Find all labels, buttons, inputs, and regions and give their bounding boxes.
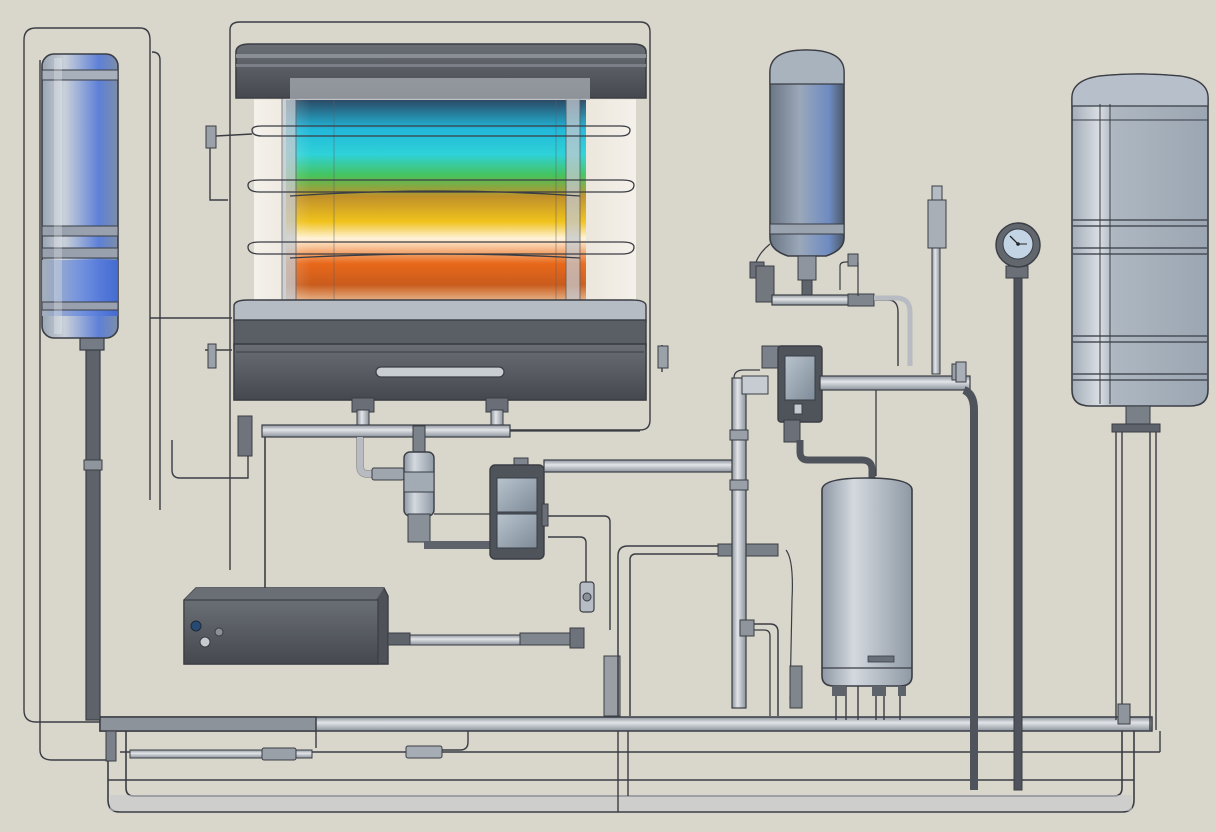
control-panel-display xyxy=(784,355,816,401)
tank-nameplate xyxy=(867,655,895,663)
left-column-tank xyxy=(41,53,119,721)
inline-filter xyxy=(403,425,492,549)
heat-exchanger-chamber xyxy=(205,43,669,429)
right-storage-tank xyxy=(1071,73,1209,730)
control-box xyxy=(183,587,585,665)
indicator-light-icon xyxy=(190,620,202,632)
flow-meter-display-top xyxy=(496,477,538,513)
instrument-post xyxy=(927,185,967,383)
wire-valve xyxy=(579,581,621,717)
lower-right-tank xyxy=(821,477,913,720)
chamber-outlet-pipes xyxy=(237,415,640,590)
top-right-cylinder xyxy=(749,49,913,366)
flow-meter-display-bottom xyxy=(496,513,538,549)
flow-meter xyxy=(489,457,737,630)
wiring-lines xyxy=(23,21,663,761)
chamber-handle xyxy=(375,366,505,378)
key-switch-icon xyxy=(199,636,211,648)
central-riser xyxy=(617,369,803,716)
base-manifold xyxy=(99,716,1161,813)
pressure-gauge xyxy=(995,222,1041,791)
